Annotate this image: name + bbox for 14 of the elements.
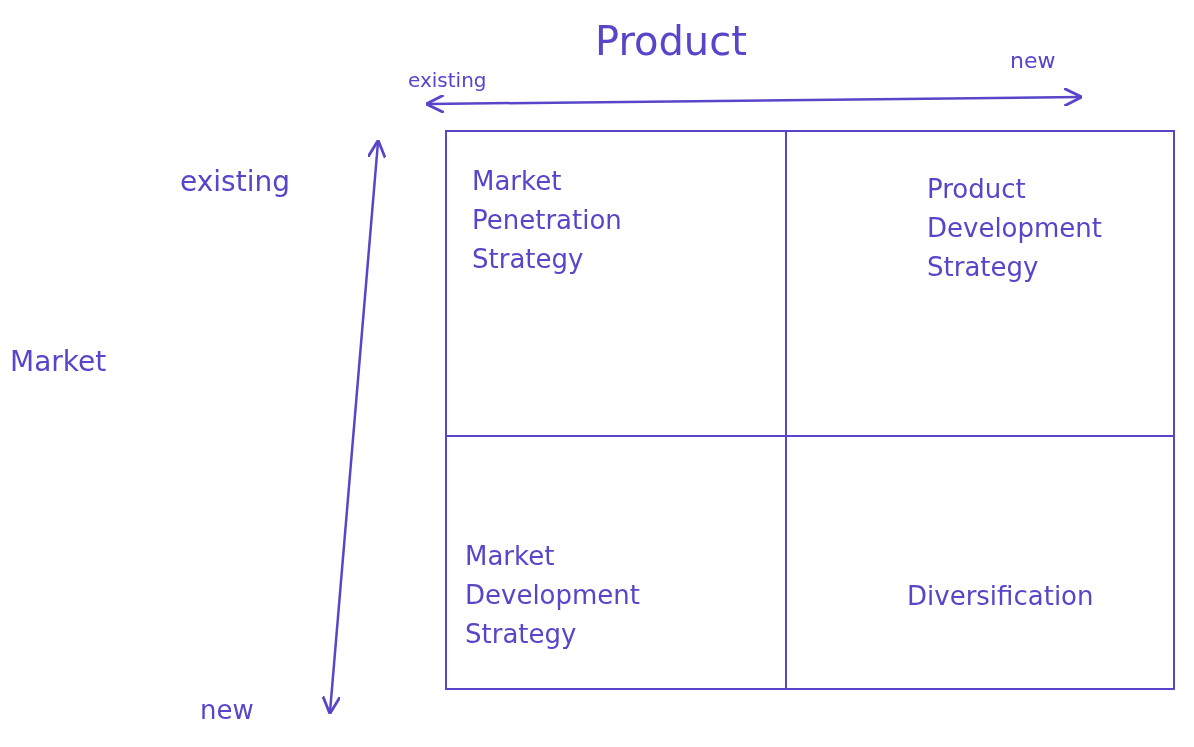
axis-end-label: new [1010,48,1056,73]
axis-end-label: existing [408,68,487,92]
quadrant-label: Product Development Strategy [927,173,1104,284]
matrix-quadrant [785,130,1175,437]
quadrant-label: Diversification [907,580,1095,613]
matrix-quadrant [445,435,787,690]
axis-end-label: new [200,695,254,725]
axis-title: Market [10,345,107,378]
quadrant-label: Market Penetration Strategy [472,165,623,276]
matrix-quadrant [445,130,787,437]
quadrant-label: Market Development Strategy [465,540,642,651]
axis-end-label: existing [180,165,290,198]
axis-title: Product [595,18,747,64]
matrix-quadrant [785,435,1175,690]
